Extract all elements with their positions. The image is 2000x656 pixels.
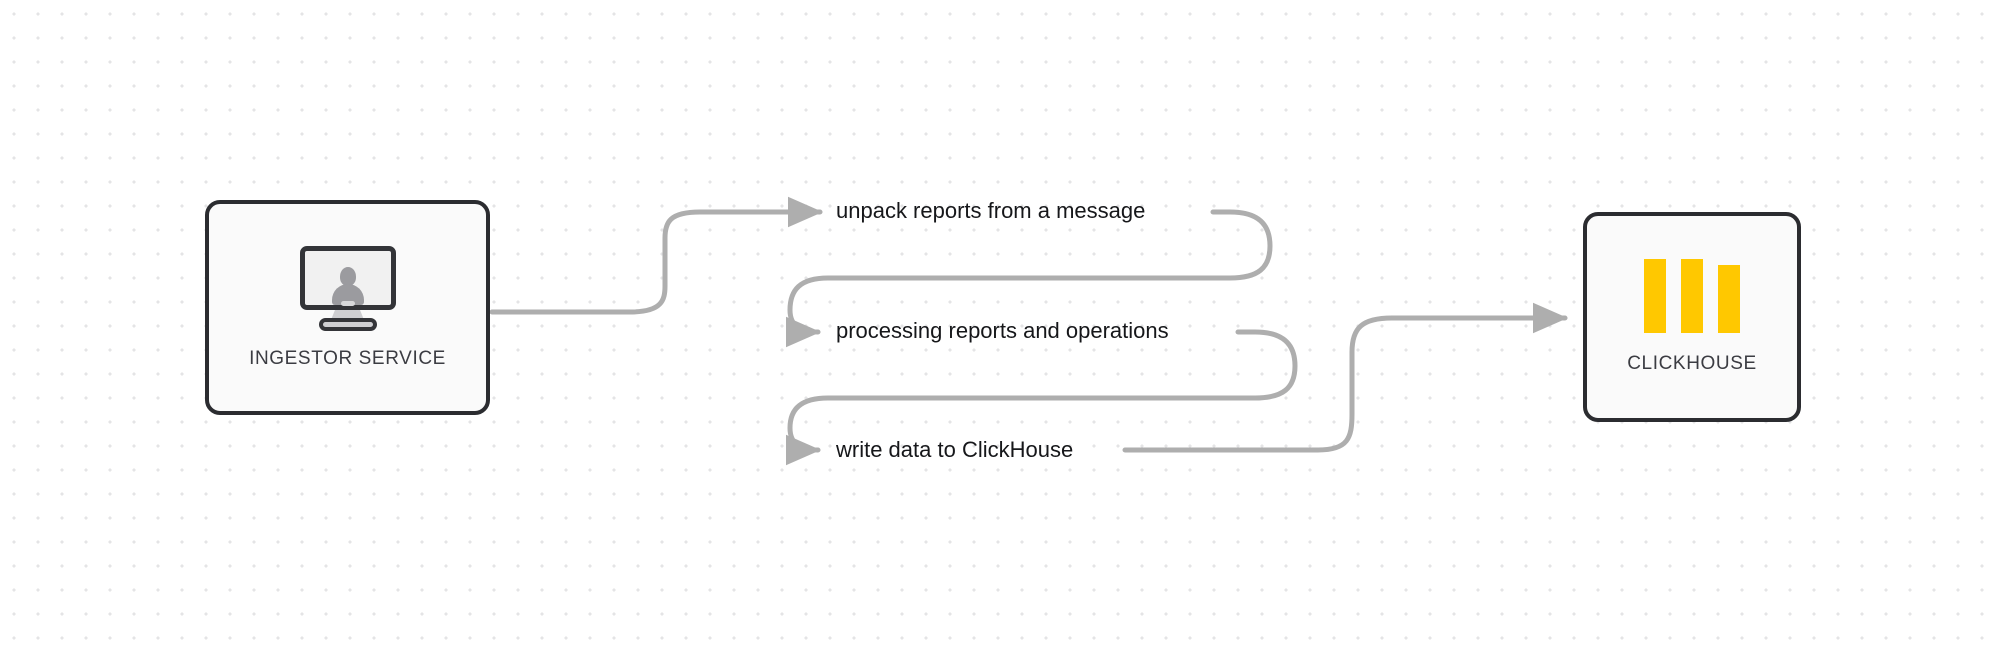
node-ingestor-service-label: INGESTOR SERVICE <box>249 347 446 369</box>
edge-step3-to-clickhouse <box>1122 302 1568 453</box>
clickhouse-bars-icon <box>1644 259 1740 333</box>
edge-step1-to-step2 <box>785 209 1273 348</box>
clickhouse-bar-3 <box>1718 265 1740 333</box>
monitor-indicator-icon <box>340 300 355 306</box>
monitor-user-icon <box>294 245 402 332</box>
clickhouse-bar-1 <box>1644 259 1666 333</box>
user-silhouette-icon <box>331 265 365 305</box>
user-body-icon <box>331 283 364 305</box>
monitor-base-icon <box>318 317 377 331</box>
edge-step2-to-step3 <box>785 329 1298 466</box>
edge-label-write-data: write data to ClickHouse <box>836 437 1074 462</box>
user-head-icon <box>339 266 356 286</box>
node-clickhouse-label: CLICKHOUSE <box>1627 353 1757 374</box>
node-ingestor-service[interactable]: INGESTOR SERVICE <box>205 200 490 415</box>
monitor-screen-icon <box>299 245 396 310</box>
edge-label-unpack-reports: unpack reports from a message <box>836 198 1146 223</box>
node-clickhouse[interactable]: CLICKHOUSE <box>1583 212 1801 422</box>
edge-ingestor-to-step1 <box>489 196 823 315</box>
edge-label-processing-reports: processing reports and operations <box>836 318 1169 343</box>
clickhouse-bar-2 <box>1681 259 1703 333</box>
